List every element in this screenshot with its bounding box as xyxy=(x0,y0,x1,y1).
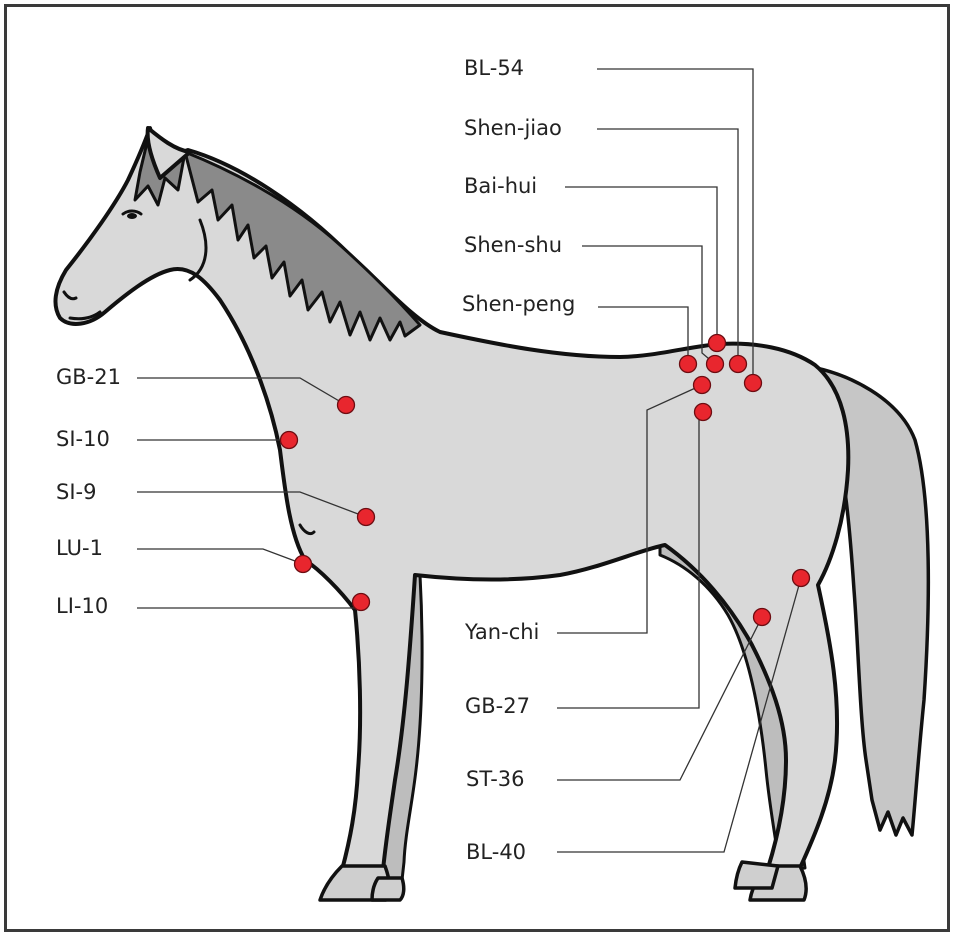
point-lu1[interactable] xyxy=(295,556,312,573)
point-baihui[interactable] xyxy=(709,335,726,352)
point-gb27[interactable] xyxy=(695,404,712,421)
horse-far-front-hoof xyxy=(372,878,404,900)
point-shenjiao[interactable] xyxy=(730,356,747,373)
label-gb21: GB-21 xyxy=(56,365,121,389)
leader-baihui xyxy=(565,187,717,343)
label-gb27: GB-27 xyxy=(465,694,530,718)
point-gb21[interactable] xyxy=(338,397,355,414)
leader-li10 xyxy=(137,602,361,608)
point-bl40[interactable] xyxy=(793,570,810,587)
label-yanchi: Yan-chi xyxy=(464,620,539,644)
horse-far-hind-hoof xyxy=(735,862,778,888)
point-si9[interactable] xyxy=(358,509,375,526)
label-shenshu: Shen-shu xyxy=(464,233,562,257)
label-shenpeng: Shen-peng xyxy=(462,292,575,316)
label-bl54: BL-54 xyxy=(464,56,524,80)
horse-body xyxy=(55,128,848,870)
point-si10[interactable] xyxy=(281,432,298,449)
label-bl40: BL-40 xyxy=(466,840,526,864)
point-st36[interactable] xyxy=(754,609,771,626)
label-st36: ST-36 xyxy=(466,767,525,791)
label-si9: SI-9 xyxy=(56,480,96,504)
point-bl54[interactable] xyxy=(745,375,762,392)
leader-bl54 xyxy=(597,69,753,383)
label-si10: SI-10 xyxy=(56,427,110,451)
label-baihui: Bai-hui xyxy=(464,174,537,198)
label-lu1: LU-1 xyxy=(56,536,103,560)
point-shenpeng[interactable] xyxy=(680,356,697,373)
point-li10[interactable] xyxy=(353,594,370,611)
point-yanchi[interactable] xyxy=(694,377,711,394)
horse-eye-pupil xyxy=(127,213,137,219)
point-shenshu[interactable] xyxy=(707,356,724,373)
label-li10: LI-10 xyxy=(56,594,108,618)
leader-lu1 xyxy=(137,549,303,564)
label-shenjiao: Shen-jiao xyxy=(464,116,562,140)
leader-st36 xyxy=(557,617,762,780)
